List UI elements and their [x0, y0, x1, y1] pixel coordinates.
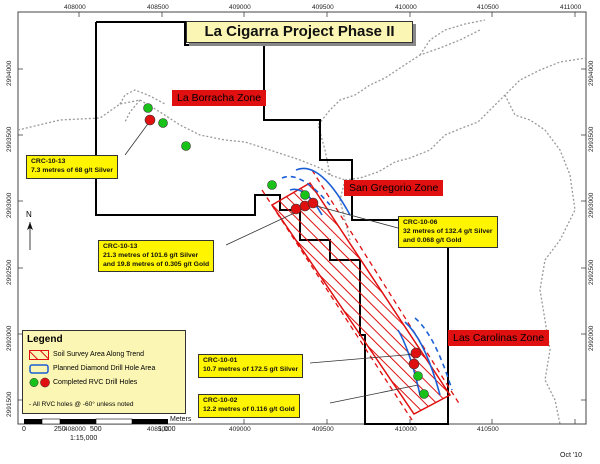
legend-soil-survey: Soil Survey Area Along Trend — [53, 351, 145, 358]
y-tick-label: 2991500 — [6, 391, 13, 417]
zone-label-la-borracha: La Borracha Zone — [172, 90, 267, 106]
north-label: N — [26, 210, 32, 219]
y-tick-label: 2992500 — [588, 259, 595, 285]
scale-units: Meters — [170, 416, 192, 423]
map-title: La Cigarra Project Phase II — [186, 21, 413, 43]
drill-hole-swatch-icon — [29, 377, 50, 388]
scale-label: 500 — [90, 426, 102, 433]
zone-label-las-carolinas: Las Carolinas Zone — [448, 330, 550, 346]
legend: Legend Soil Survey Area Along Trend Plan… — [22, 330, 186, 414]
y-tick-label: 2992500 — [6, 259, 13, 285]
callout-result: 12.2 metres of 0.116 g/t Gold — [203, 405, 295, 413]
scale-bar — [24, 418, 168, 425]
callout-hole-id: CRC-10-01 — [203, 357, 238, 364]
drill-hole-red — [408, 358, 420, 370]
y-tick-label: 2994000 — [6, 60, 13, 86]
callout-result: and 0.068 g/t Gold — [403, 236, 462, 244]
drill-hole-red — [144, 114, 156, 126]
roads — [17, 19, 587, 425]
callout-hole-id: CRC-10-13 — [103, 243, 138, 250]
callout-hole-id: CRC-10-02 — [203, 397, 238, 404]
y-tick-label: 2992000 — [6, 325, 13, 351]
x-tick-label: 408000 — [64, 426, 86, 433]
drill-hole-red — [307, 197, 319, 209]
drill-hole-green — [300, 190, 310, 200]
y-tick-label: 2993500 — [588, 126, 595, 152]
y-tick-label: 2993000 — [588, 192, 595, 218]
callout-leaders — [124, 120, 419, 404]
north-arrow-icon — [27, 222, 33, 250]
legend-note: - All RVC holes @ -60° unless noted — [29, 401, 134, 408]
x-tick-label: 409000 — [229, 4, 251, 11]
blue-outline-swatch-icon — [29, 364, 49, 374]
callout-result: and 19.8 metres of 0.305 g/t Gold — [103, 260, 210, 268]
trend-lines — [261, 169, 461, 421]
legend-planned-diamond: Planned Diamond Drill Hole Area — [53, 365, 156, 372]
legend-title: Legend — [27, 334, 63, 345]
drill-hole-green — [143, 103, 153, 113]
callout-crc-10-13-mid: CRC-10-13 21.3 metres of 101.6 g/t Silve… — [98, 240, 215, 273]
callout-result: 7.3 metres of 68 g/t Silver — [31, 166, 113, 174]
x-tick-label: 409500 — [312, 426, 334, 433]
y-tick-label: 2994000 — [588, 60, 595, 86]
callout-result: 32 metres of 132.4 g/t Silver — [403, 227, 493, 235]
x-tick-label: 411000 — [560, 4, 582, 11]
grid-ticks — [18, 12, 586, 424]
drill-holes — [143, 103, 429, 399]
drill-hole-green — [181, 141, 191, 151]
legend-completed-rvc: Completed RVC Drill Holes — [53, 379, 138, 386]
callout-crc-10-13-top: CRC-10-13 7.3 metres of 68 g/t Silver — [26, 155, 118, 179]
callout-hole-id: CRC-10-06 — [403, 219, 438, 226]
callout-hole-id: CRC-10-13 — [31, 158, 66, 165]
map-date: Oct '10 — [560, 452, 582, 459]
y-tick-label: 2993000 — [6, 192, 13, 218]
x-tick-label: 409000 — [229, 426, 251, 433]
x-tick-label: 410500 — [477, 426, 499, 433]
drill-hole-green — [413, 371, 423, 381]
x-tick-label: 410500 — [477, 4, 499, 11]
x-tick-label: 408000 — [64, 4, 86, 11]
y-tick-label: 2992000 — [588, 325, 595, 351]
callout-crc-10-01: CRC-10-01 10.7 metres of 172.5 g/t Silve… — [198, 354, 304, 378]
callout-crc-10-02: CRC-10-02 12.2 metres of 0.116 g/t Gold — [198, 394, 300, 418]
callout-crc-10-06: CRC-10-06 32 metres of 132.4 g/t Silver … — [398, 216, 498, 249]
x-tick-label: 408500 — [147, 426, 169, 433]
callout-result: 21.3 metres of 101.6 g/t Silver — [103, 251, 199, 259]
zone-label-san-gregorio: San Gregorio Zone — [344, 180, 444, 196]
hatch-swatch-icon — [29, 350, 49, 360]
scale-label: 0 — [22, 426, 26, 433]
x-tick-label: 410000 — [395, 4, 417, 11]
y-tick-label: 2993500 — [6, 126, 13, 152]
drill-hole-green — [267, 180, 277, 190]
callout-result: 10.7 metres of 172.5 g/t Silver — [203, 365, 299, 373]
x-tick-label: 410000 — [395, 426, 417, 433]
x-tick-label: 409500 — [312, 4, 334, 11]
scale-label: 250 — [54, 426, 66, 433]
scale-label: 1,000 — [158, 426, 176, 433]
drill-hole-green — [419, 389, 429, 399]
drill-hole-green — [158, 118, 168, 128]
x-tick-label: 408500 — [147, 4, 169, 11]
drill-hole-red — [290, 203, 302, 215]
drill-hole-red — [410, 347, 422, 359]
scale-ratio: 1:15,000 — [70, 435, 98, 442]
